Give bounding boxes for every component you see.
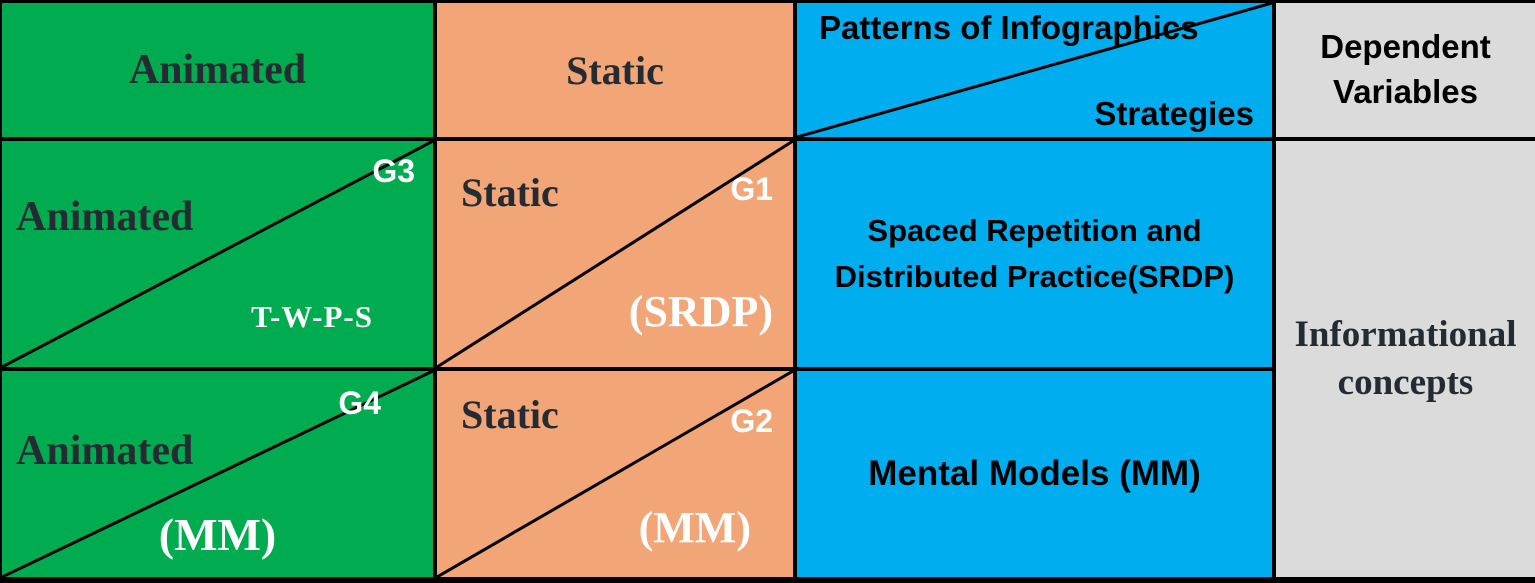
cell-strategy-mm: Mental Models (MM) [797, 371, 1272, 577]
cell-informational-concepts: Informational concepts [1276, 141, 1535, 577]
cell-strategy-srdp: Spaced Repetition and Distributed Practi… [797, 141, 1272, 367]
dependent-variables-label: Dependent Variables [1320, 28, 1491, 110]
static-label: Static [461, 170, 559, 215]
cell-static-header: Static [437, 3, 793, 137]
group-g3-label: G3 [372, 153, 415, 189]
cell-patterns-strategies-header: Patterns of Infographics Strategies [797, 3, 1272, 137]
diagonal-divider [437, 141, 793, 367]
srdp-pattern-label: (SRDP) [628, 287, 773, 336]
diagonal-divider [797, 3, 1272, 137]
group-g2-label: G2 [730, 403, 773, 439]
cell-animated-mm-g4: Animated G4 (MM) [2, 371, 433, 577]
informational-concepts-label: Informational concepts [1294, 313, 1517, 403]
cell-static-srdp-g1: Static G1 (SRDP) [437, 141, 793, 367]
static-label: Static [461, 392, 559, 437]
cell-animated-srdp-g3: Animated G3 T-W-P-S [2, 141, 433, 367]
twps-pattern-label: T-W-P-S [251, 299, 373, 334]
strategies-label: Strategies [1094, 95, 1254, 132]
diagonal-divider [2, 371, 433, 577]
group-g4-label: G4 [338, 385, 381, 421]
mental-models-strategy-label: Mental Models (MM) [868, 454, 1201, 493]
cell-static-mm-g2: Static G2 (MM) [437, 371, 793, 577]
group-g1-label: G1 [730, 171, 773, 207]
mm-pattern-label: (MM) [158, 509, 277, 560]
cell-dependent-variables-header: Dependent Variables [1276, 3, 1535, 137]
animated-label: Animated [16, 194, 194, 240]
animated-header-label: Animated [128, 47, 307, 93]
animated-label: Animated [16, 428, 194, 474]
static-header-label: Static [566, 47, 664, 93]
mm-pattern-label: (MM) [638, 503, 751, 552]
diagonal-divider [437, 371, 793, 577]
cell-animated-header: Animated [2, 3, 433, 137]
patterns-of-infographics-label: Patterns of Infographics [819, 9, 1199, 46]
diagonal-divider [2, 141, 433, 367]
srdp-strategy-label: Spaced Repetition and Distributed Practi… [834, 212, 1235, 295]
